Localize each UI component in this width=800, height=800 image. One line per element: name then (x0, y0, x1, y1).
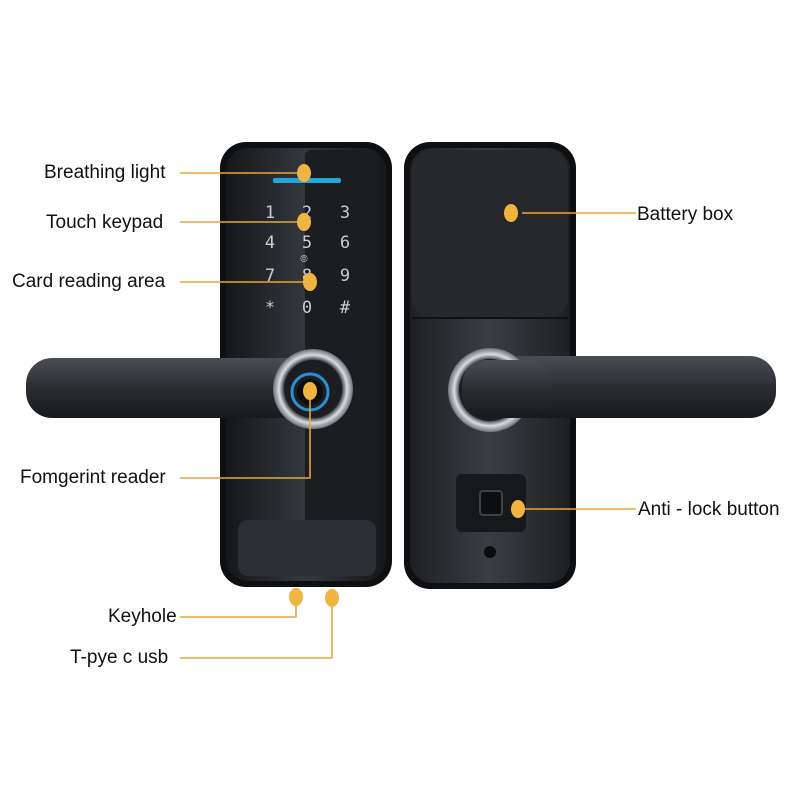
label-touch-keypad: Touch keypad (46, 212, 164, 233)
marker-anti-lock-button (511, 500, 525, 518)
label-breathing-light: Breathing light (44, 162, 166, 183)
keypad-key[interactable]: 3 (340, 203, 350, 223)
label-card-reading-area: Card reading area (12, 271, 166, 292)
keypad-key[interactable]: 0 (302, 298, 312, 318)
back-handle[interactable] (448, 348, 776, 432)
label-usb: T-pye c usb (70, 647, 169, 668)
keypad-key[interactable]: * (265, 298, 275, 318)
marker-keyhole (289, 588, 303, 606)
label-keyhole: Keyhole (108, 606, 177, 627)
marker-usb (325, 589, 339, 607)
keypad-key[interactable]: 5 (302, 233, 312, 253)
front-handle[interactable] (26, 349, 353, 429)
keypad-key[interactable]: 2 (302, 203, 312, 223)
marker-battery-box (504, 204, 518, 222)
keypad-key[interactable]: 6 (340, 233, 350, 253)
marker-breathing-light (297, 164, 311, 182)
callout-markers (289, 164, 525, 607)
leader-lines (180, 172, 636, 659)
label-anti-lock-button: Anti - lock button (638, 499, 780, 520)
keypad-key[interactable]: # (340, 298, 351, 318)
keypad-key[interactable]: 9 (340, 266, 350, 286)
marker-touch-keypad (297, 213, 311, 231)
label-fingerprint-reader: Fomgerint reader (20, 467, 166, 488)
battery-box-cover (412, 150, 568, 318)
keypad-key[interactable]: 1 (265, 203, 275, 223)
touch-keypad[interactable]: 123456789*0#⦾ (265, 203, 351, 318)
keypad-key[interactable]: 7 (265, 266, 275, 286)
back-screw (482, 544, 498, 560)
label-battery-box: Battery box (637, 204, 734, 225)
keypad-key[interactable]: 4 (265, 233, 275, 253)
marker-card-reading-area (303, 273, 317, 291)
anti-lock-button[interactable] (479, 490, 503, 516)
front-lock-panel: 123456789*0#⦾ (220, 142, 392, 587)
nfc-icon: ⦾ (300, 254, 308, 265)
marker-fingerprint-reader (303, 382, 317, 400)
